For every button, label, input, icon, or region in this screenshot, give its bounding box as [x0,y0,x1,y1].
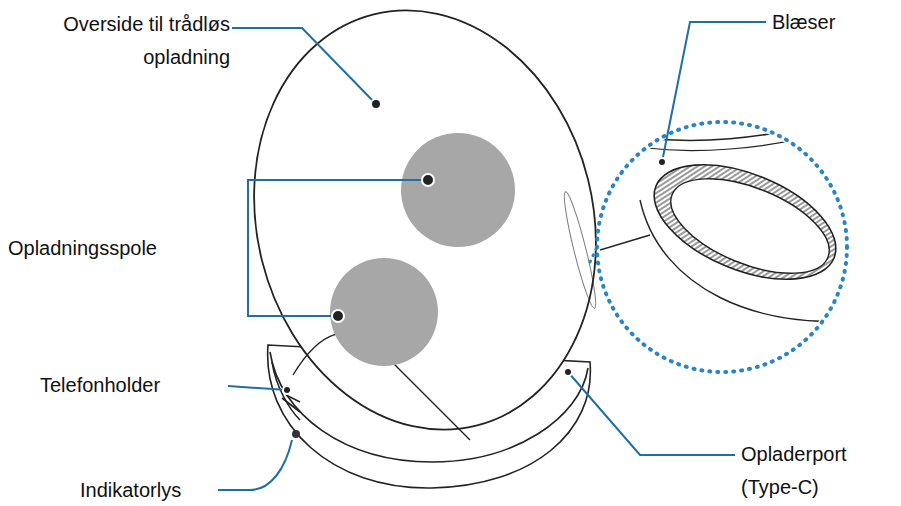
phone-holder-edge [286,395,300,402]
part-label: Overside til trådløs opladning [2,8,230,74]
magnifier-circle [597,122,847,372]
part-label: Opladerport (Type-C) [741,438,881,504]
leader-lines [218,22,766,490]
charger-body [211,0,640,466]
indicator-light [292,430,300,438]
magnifier-link [590,245,598,262]
part-label: Telefonholder [40,369,226,402]
body-rim [560,190,601,309]
charging-coil [330,258,438,366]
part-label: Blæser [772,6,892,39]
fan-detail [600,110,860,322]
leader-dots [283,99,666,394]
charging-coil [401,133,515,247]
part-label: Opladningsspole [8,232,244,265]
part-label: Indikatorlys [80,474,216,506]
